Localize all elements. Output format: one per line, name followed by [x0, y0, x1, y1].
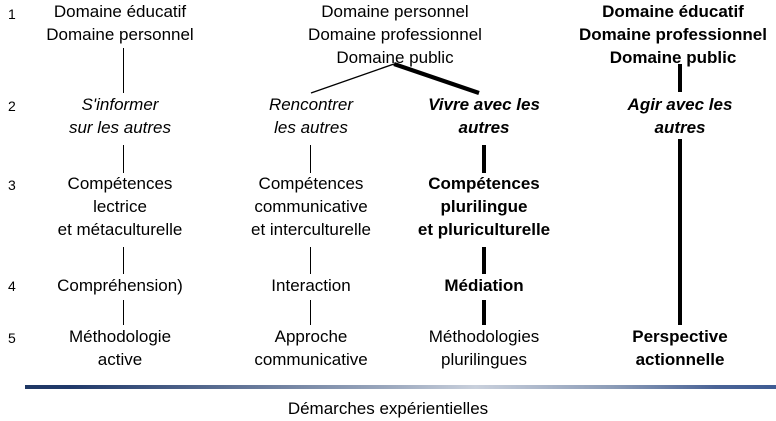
col4-connector-2-5: [678, 139, 682, 325]
col3-connector-3-4: [482, 247, 486, 274]
col2-connector-4-5: [310, 300, 311, 325]
col1-connector-1-2: [123, 48, 124, 93]
col4-row1-domains: Domaine éducatif Domaine professionnel D…: [579, 2, 767, 67]
col2-connector-3-4: [310, 247, 311, 274]
row-number-4: 4: [8, 278, 16, 294]
col2-row4-activity: Interaction: [271, 276, 351, 295]
row-number-1: 1: [8, 6, 16, 22]
row-number-5: 5: [8, 330, 16, 346]
baseline-rule: [25, 385, 776, 389]
row-number-2: 2: [8, 98, 16, 114]
col1-row4-activity: Compréhension): [57, 276, 183, 295]
col4-row5-methodology: Perspective actionnelle: [632, 327, 728, 369]
col1-row5-methodology: Méthodologie active: [68, 327, 172, 369]
col1-connector-3-4: [123, 247, 124, 274]
col2-connector-2-3: [310, 145, 311, 173]
col1-row3-skills: Compétences lectrice et métaculturelle: [57, 174, 183, 239]
col3-row4-activity: Médiation: [444, 276, 524, 295]
col2-row5-methodology: Approche communicative: [254, 327, 368, 369]
col3-connector-4-5: [482, 300, 486, 325]
col3-row3-skills: Compétences plurilingue et pluriculturel…: [417, 174, 551, 239]
col2-row3-skills: Compétences communicative et intercultur…: [250, 174, 371, 239]
col3-row2-competence: Vivre avec les autres: [428, 95, 540, 137]
col2-row1-domains: Domaine personnel Domaine professionnel …: [308, 2, 482, 67]
col3-row5-methodology: Méthodologies plurilingues: [428, 327, 540, 369]
col3-connector-2-3: [482, 145, 486, 173]
col2-row2-competence: Rencontrer les autres: [268, 95, 354, 137]
col4-row2-competence: Agir avec les autres: [627, 95, 733, 137]
col1-connector-2-3: [123, 145, 124, 173]
baseline-gradient: [25, 385, 776, 389]
col1-row2-competence: S'informer sur les autres: [68, 95, 172, 137]
col1-row1-domains: Domaine éducatif Domaine personnel: [46, 2, 194, 44]
row-number-3: 3: [8, 177, 16, 193]
col1-connector-4-5: [123, 300, 124, 325]
footer-caption: Démarches expérientielles: [287, 399, 489, 418]
col4-connector-1-2: [678, 64, 682, 92]
